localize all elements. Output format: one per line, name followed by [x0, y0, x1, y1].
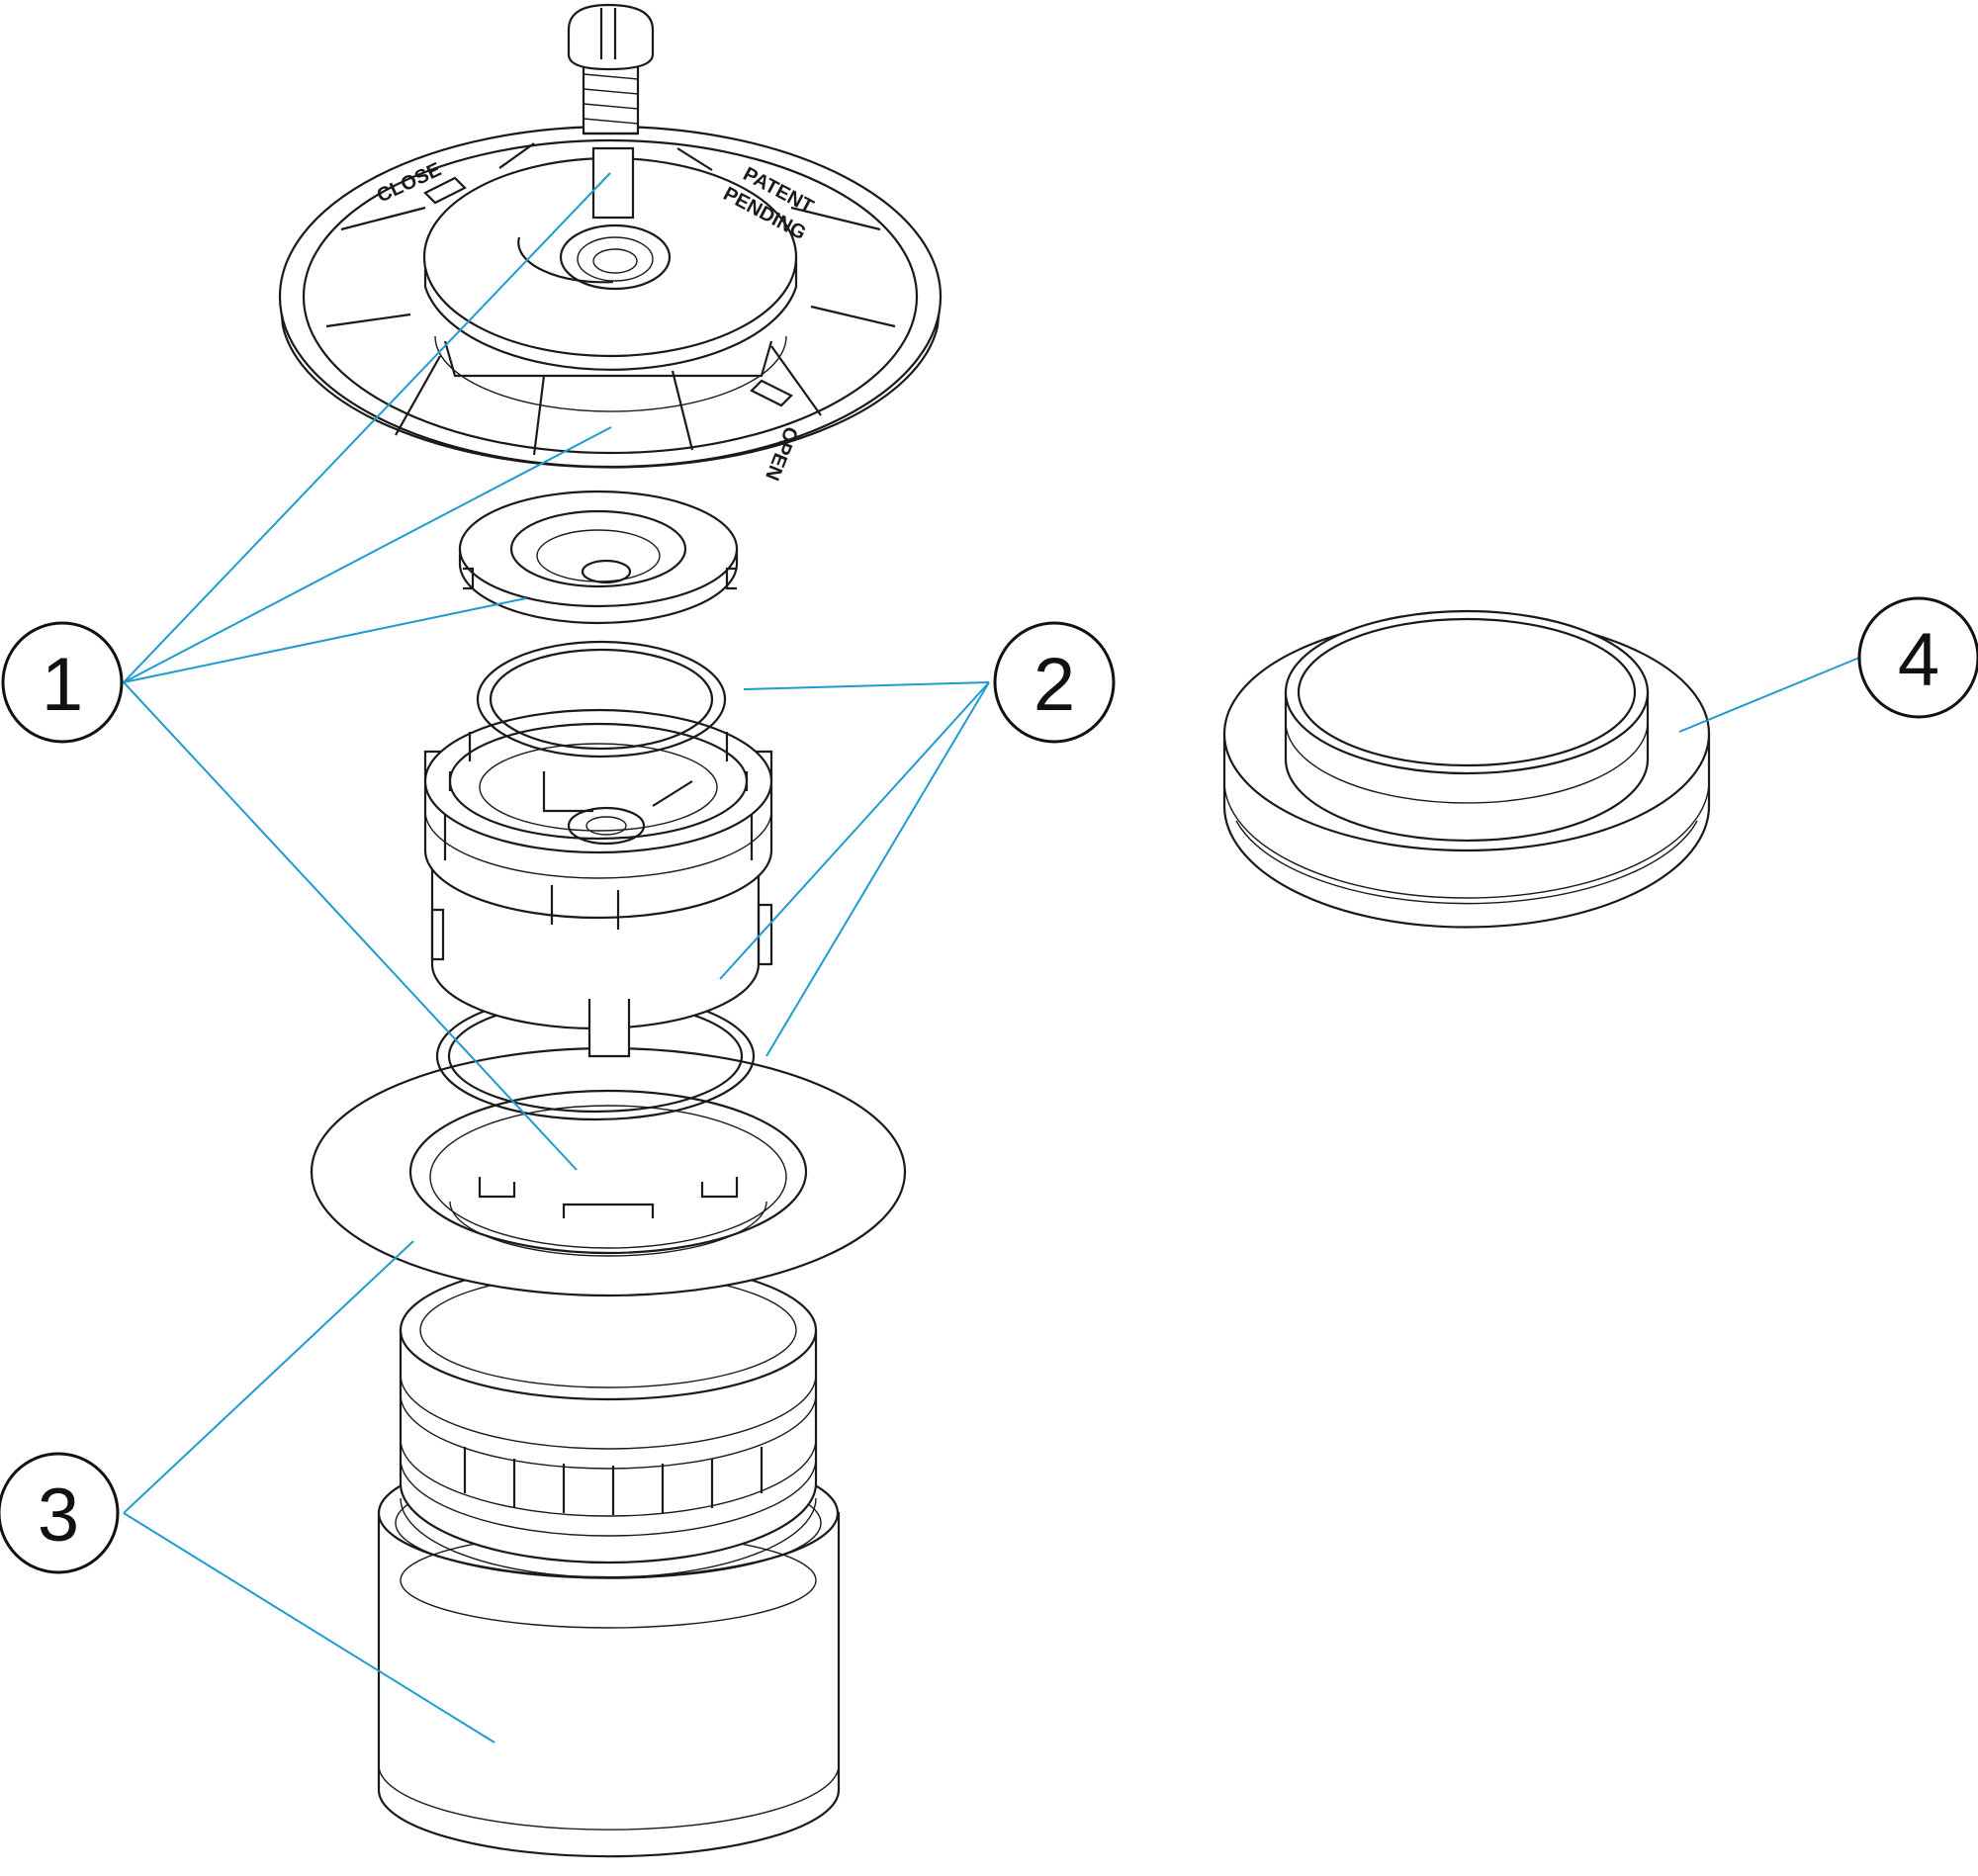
callout-4-label: 4	[1898, 618, 1939, 702]
callout-1-label: 1	[42, 643, 83, 727]
callout-4: 4	[1857, 596, 1978, 719]
upper-o-ring	[476, 640, 727, 759]
flange-plate	[310, 1046, 907, 1297]
leader-2-upper-ring	[743, 681, 990, 690]
threaded-body	[399, 1259, 818, 1578]
insert-ring	[1222, 609, 1711, 929]
leader-2-lower-ring	[765, 681, 990, 1057]
leader-1-screw	[123, 172, 611, 683]
screw	[567, 3, 655, 220]
leader-1-retainer	[123, 597, 527, 683]
leader-3-cup	[123, 1512, 495, 1743]
callout-1: 1	[1, 621, 124, 744]
main-cover-lid: CLOSE PATENT PENDING OPEN	[278, 125, 943, 484]
valve-cartridge-housing	[423, 708, 773, 1058]
callout-2: 2	[993, 621, 1116, 744]
leader-2-housing	[719, 681, 990, 980]
callout-3: 3	[0, 1452, 120, 1574]
leader-1-stem	[123, 681, 578, 1171]
leader-lines	[123, 172, 1860, 1743]
leader-3-flange	[123, 1240, 414, 1514]
retainer-disc	[458, 490, 739, 625]
callout-2-label: 2	[1034, 643, 1075, 727]
callout-3-label: 3	[38, 1474, 79, 1558]
leader-4-ring	[1678, 657, 1860, 733]
leader-1-cover	[123, 426, 612, 683]
